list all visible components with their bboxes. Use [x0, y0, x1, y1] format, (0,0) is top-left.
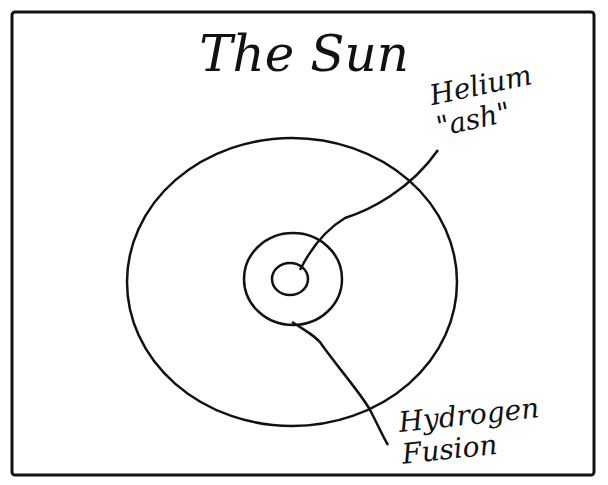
callout-label: Helium "ash"	[427, 53, 572, 144]
helium-core	[272, 263, 308, 295]
sun-outline	[127, 138, 457, 426]
fusion-core-ring	[244, 233, 342, 325]
leader-line	[300, 150, 438, 270]
leader-line	[292, 322, 388, 445]
callout-label: Hydrogen Fusion	[397, 389, 573, 471]
